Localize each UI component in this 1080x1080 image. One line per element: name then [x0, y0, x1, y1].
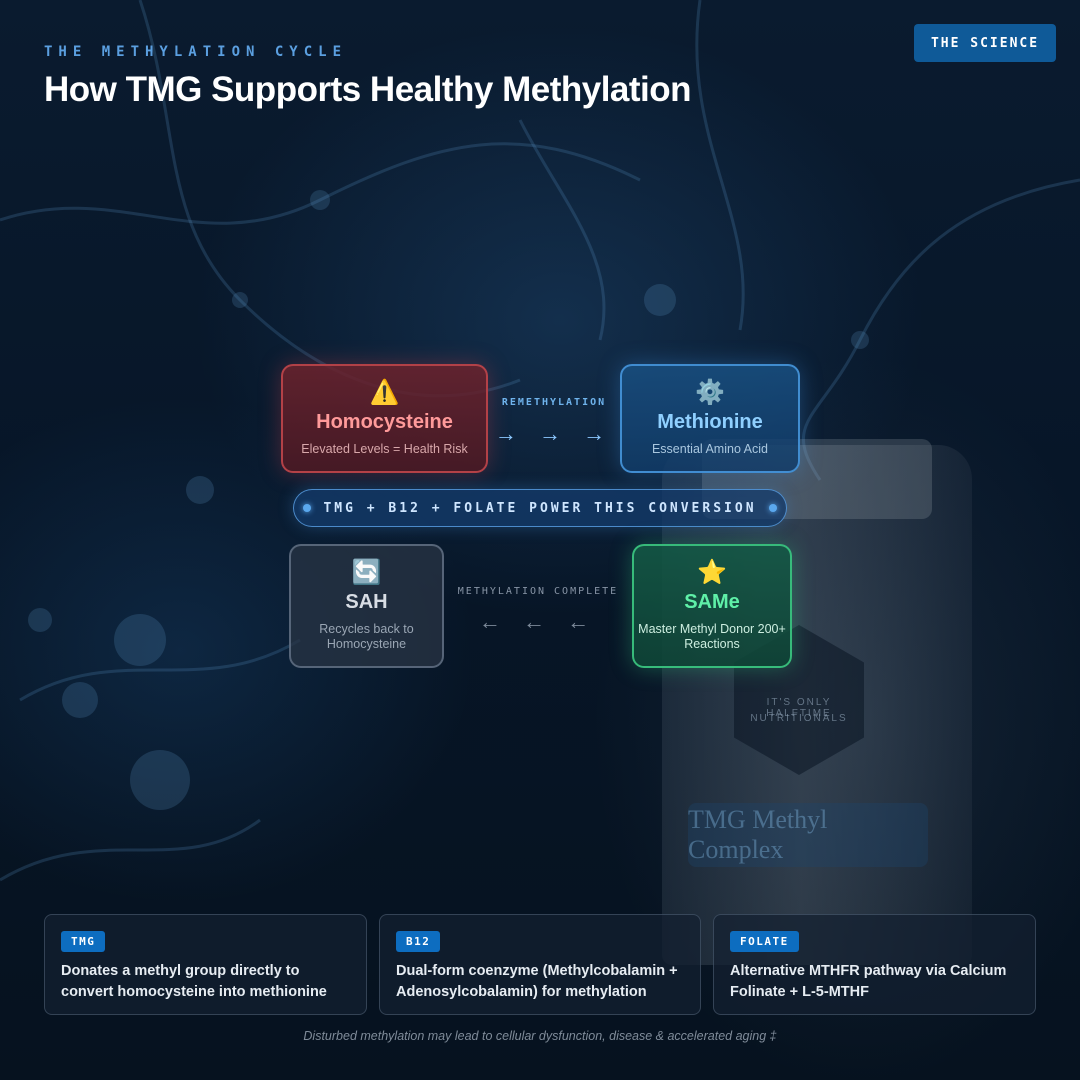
cycle-arrows-icon: 🔄: [351, 558, 382, 586]
methionine-node: ⚙️ Methionine Essential Amino Acid: [620, 364, 800, 473]
dot-icon: [303, 504, 312, 512]
gear-icon: ⚙️: [695, 378, 725, 406]
sah-node: 🔄 SAH Recycles back to Homocysteine: [289, 544, 444, 668]
card-badge: FOLATE: [730, 931, 799, 952]
info-card-tmg: TMG Donates a methyl group directly to c…: [44, 914, 367, 1015]
brand-line-1: IT'S ONLY HALFTIME: [766, 697, 832, 719]
product-label: TMG Methyl Complex: [688, 803, 928, 867]
node-name: Homocysteine: [316, 410, 453, 433]
remethylation-label: REMETHYLATION: [501, 397, 607, 408]
same-node: ⭐ SAMe Master Methyl Donor 200+ Reaction…: [632, 544, 792, 668]
conversion-banner: TMG + B12 + FOLATE POWER THIS CONVERSION: [293, 489, 787, 527]
node-name: SAMe: [684, 590, 740, 613]
card-badge: TMG: [61, 931, 106, 952]
dot-icon: [768, 504, 777, 512]
homocysteine-node: ⚠️ Homocysteine Elevated Levels = Health…: [281, 364, 488, 473]
page-title: How TMG Supports Healthy Methylation: [44, 70, 692, 109]
node-desc: Elevated Levels = Health Risk: [301, 441, 468, 456]
node-name: SAH: [345, 590, 388, 613]
card-text: Donates a methyl group directly to conve…: [61, 963, 327, 1000]
the-science-button[interactable]: THE SCIENCE: [914, 24, 1056, 62]
node-desc: Master Methyl Donor 200+ Reactions: [638, 621, 786, 651]
info-card-b12: B12 Dual-form coenzyme (Methylcobalamin …: [379, 914, 701, 1015]
star-icon: ⭐: [697, 558, 727, 586]
card-badge: B12: [396, 931, 441, 952]
arrow-right-icon: → → →: [494, 421, 614, 446]
node-desc: Essential Amino Acid: [651, 441, 769, 456]
card-text: Alternative MTHFR pathway via Calcium Fo…: [730, 963, 1007, 1000]
info-card-folate: FOLATE Alternative MTHFR pathway via Cal…: [713, 914, 1036, 1015]
methylation-complete-label: METHYLATION COMPLETE: [457, 586, 619, 597]
banner-text: TMG + B12 + FOLATE POWER THIS CONVERSION: [323, 500, 757, 516]
arrow-left-icon: ← ← ←: [478, 609, 598, 634]
card-text: Dual-form coenzyme (Methylcobalamin + Ad…: [396, 963, 678, 1000]
warning-icon: ⚠️: [369, 378, 400, 406]
footnote: Disturbed methylation may lead to cellul…: [303, 1029, 777, 1043]
node-desc: Recycles back to Homocysteine: [319, 621, 414, 651]
section-eyebrow: THE METHYLATION CYCLE: [44, 44, 348, 60]
node-name: Methionine: [657, 410, 763, 433]
brand-line-2: NUTRITIONALS: [750, 713, 848, 724]
